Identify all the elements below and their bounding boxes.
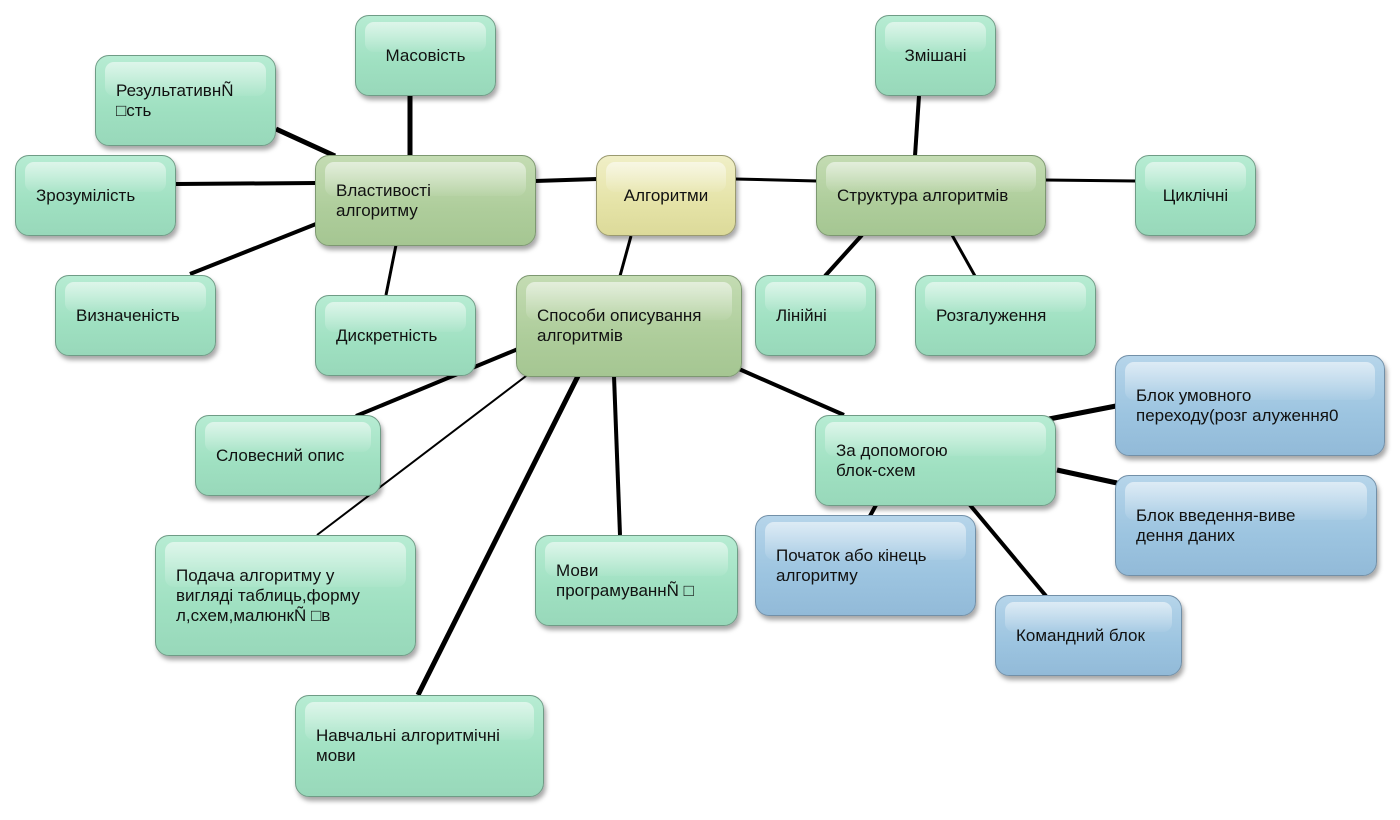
link-flowchart-io (1056, 467, 1118, 486)
link-properties-result (274, 126, 337, 159)
node-command-block: Командний блок (995, 595, 1182, 676)
link-structure-mixed (913, 95, 921, 157)
link-methods-edulang (415, 374, 581, 697)
node-definite: Визначеність (55, 275, 216, 356)
node-cyclic: Циклічні (1135, 155, 1256, 236)
link-methods-tables (316, 372, 531, 536)
link-root-properties (534, 177, 598, 183)
node-proglang: Мови програмуваннÑ □ (535, 535, 738, 626)
node-flowchart: За допомогою блок-схем (815, 415, 1056, 506)
link-methods-proglang (612, 375, 622, 536)
node-edulang: Навчальні алгоритмічні мови (295, 695, 544, 797)
node-algorithms: Алгоритми (596, 155, 736, 236)
node-conditional-block: Блок умовного переходу(розг алуження0 (1115, 355, 1385, 456)
link-structure-branching (950, 234, 977, 277)
link-properties-definite (189, 222, 317, 276)
link-root-methods (618, 235, 633, 277)
node-result: РезультативнÑ □сть (95, 55, 276, 146)
node-clarity: Зрозумілість (15, 155, 176, 236)
node-mass: Масовість (355, 15, 496, 96)
node-branching: Розгалуження (915, 275, 1096, 356)
node-structure: Структура алгоритмів (816, 155, 1046, 236)
link-flowchart-cond (1048, 403, 1117, 422)
link-properties-discrete (384, 244, 398, 296)
node-io-block: Блок введення-виве дення даних (1115, 475, 1377, 576)
link-structure-cyclic (1044, 178, 1137, 183)
node-start-end-block: Початок або кінець алгоритму (755, 515, 976, 616)
node-discrete: Дискретність (315, 295, 476, 376)
link-structure-linear (823, 233, 864, 278)
node-tables: Подача алгоритму у вигляді таблиць,форму… (155, 535, 416, 656)
link-flowchart-startend (868, 504, 878, 517)
node-verbal: Словесний опис (195, 415, 381, 496)
link-flowchart-cmd (968, 503, 1048, 598)
link-properties-clarity (175, 181, 317, 186)
node-methods: Способи описування алгоритмів (516, 275, 742, 377)
link-root-structure (734, 177, 818, 183)
node-linear: Лінійні (755, 275, 876, 356)
link-methods-flowchart (738, 367, 845, 417)
link-methods-verbal (355, 347, 519, 418)
node-properties: Властивості алгоритму (315, 155, 536, 246)
node-mixed: Змішані (875, 15, 996, 96)
